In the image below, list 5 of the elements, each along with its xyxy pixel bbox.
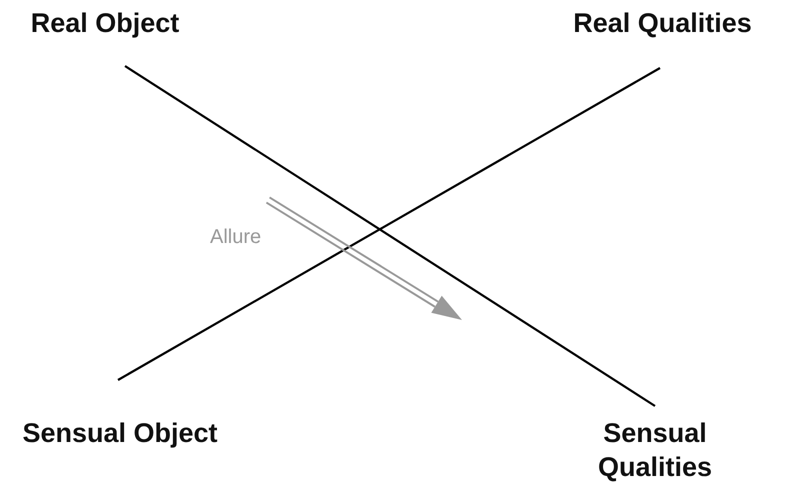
arrow-label: Allure [210, 226, 262, 249]
concept-label: Real Object [5, 6, 205, 66]
concept-label: Sensual Object [20, 380, 220, 498]
concept-label: Real Qualities [535, 6, 790, 68]
concept-label: Sensual Qualities [555, 406, 755, 498]
